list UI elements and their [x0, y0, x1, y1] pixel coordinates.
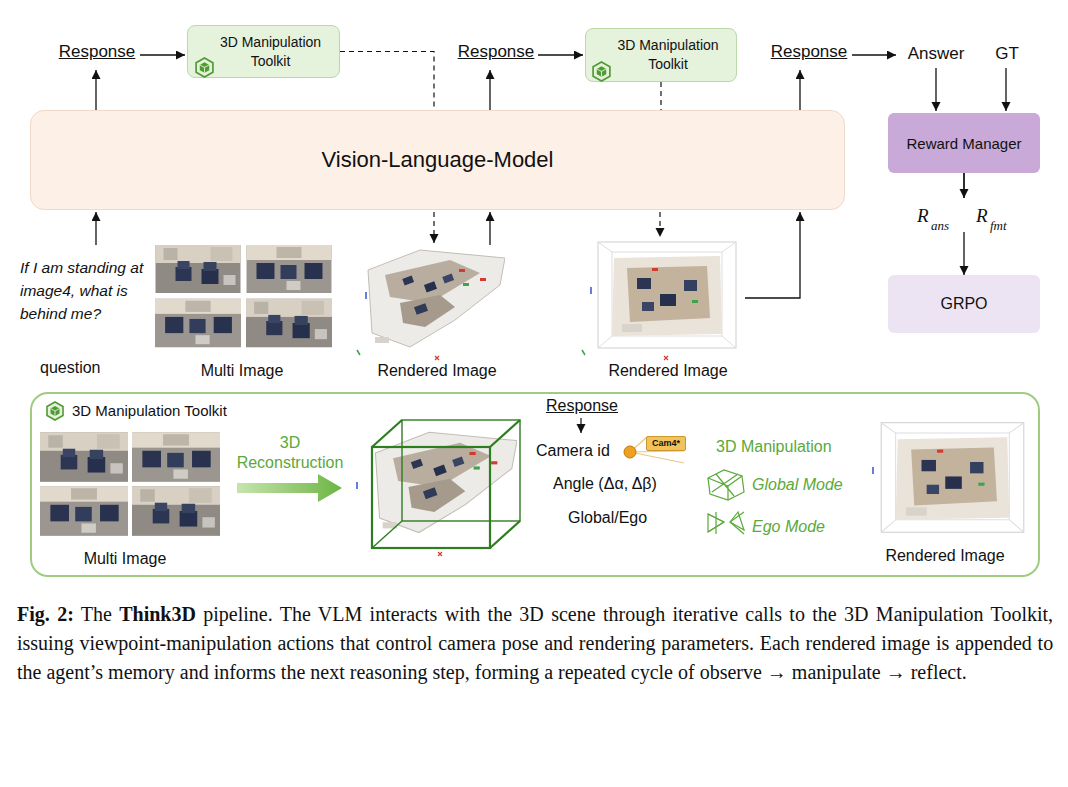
- image-caption: Rendered Image: [598, 361, 738, 381]
- flow-connector: [660, 82, 661, 110]
- response-label: Response: [768, 42, 850, 62]
- param-label: Camera id: [536, 441, 610, 461]
- camera-tag: Cam4*: [646, 436, 686, 451]
- mode-label: Ego Mode: [752, 517, 825, 537]
- mode-heading: 3D Manipulation: [716, 437, 832, 457]
- param-label: Global/Ego: [568, 508, 647, 528]
- model-box: Vision-Language-Model: [30, 110, 845, 210]
- response-label: Response: [56, 42, 138, 62]
- node-text: Reward Manager: [906, 135, 1021, 152]
- mode-label: Global Mode: [752, 475, 843, 495]
- reward-subscript: ans: [931, 216, 949, 236]
- reward-symbol: R: [976, 206, 988, 226]
- flow-connector: [340, 52, 434, 111]
- toolkit-box: 3D Manipulation Toolkit: [585, 28, 737, 82]
- flow-connector: [963, 173, 964, 275]
- response-label: Response: [542, 396, 622, 416]
- reward-box: Reward Manager: [888, 113, 1040, 173]
- optimizer-box: GRPO: [888, 275, 1040, 333]
- image-caption: Rendered Image: [875, 546, 1015, 566]
- step-label: 3D Reconstruction: [232, 433, 348, 473]
- node-text: 3D Manipulation Toolkit: [600, 36, 736, 74]
- answer-label: Answer: [900, 44, 972, 64]
- image-caption: Rendered Image: [367, 361, 507, 381]
- question-caption: question: [40, 358, 101, 378]
- image-caption: Multi Image: [65, 549, 185, 569]
- node-text: Vision-Language-Model: [322, 147, 554, 173]
- reward-symbol: R: [917, 206, 929, 226]
- node-text: 3D Manipulation Toolkit: [202, 33, 339, 71]
- node-text: Cam4*: [652, 438, 680, 449]
- image-caption: Multi Image: [182, 361, 302, 381]
- reward-subscript: fmt: [990, 216, 1007, 236]
- node-text: GRPO: [940, 295, 987, 313]
- response-label: Response: [455, 42, 537, 62]
- param-label: Angle (Δα, Δβ): [553, 474, 657, 494]
- question-text: If I am standing at image4, what is behi…: [20, 256, 155, 325]
- node-text: 3D Manipulation Toolkit: [72, 402, 227, 419]
- gt-label: GT: [990, 44, 1024, 64]
- toolkit-box: 3D Manipulation Toolkit: [187, 25, 340, 78]
- figure-caption: Fig. 2: The Think3D pipeline. The VLM in…: [17, 600, 1053, 687]
